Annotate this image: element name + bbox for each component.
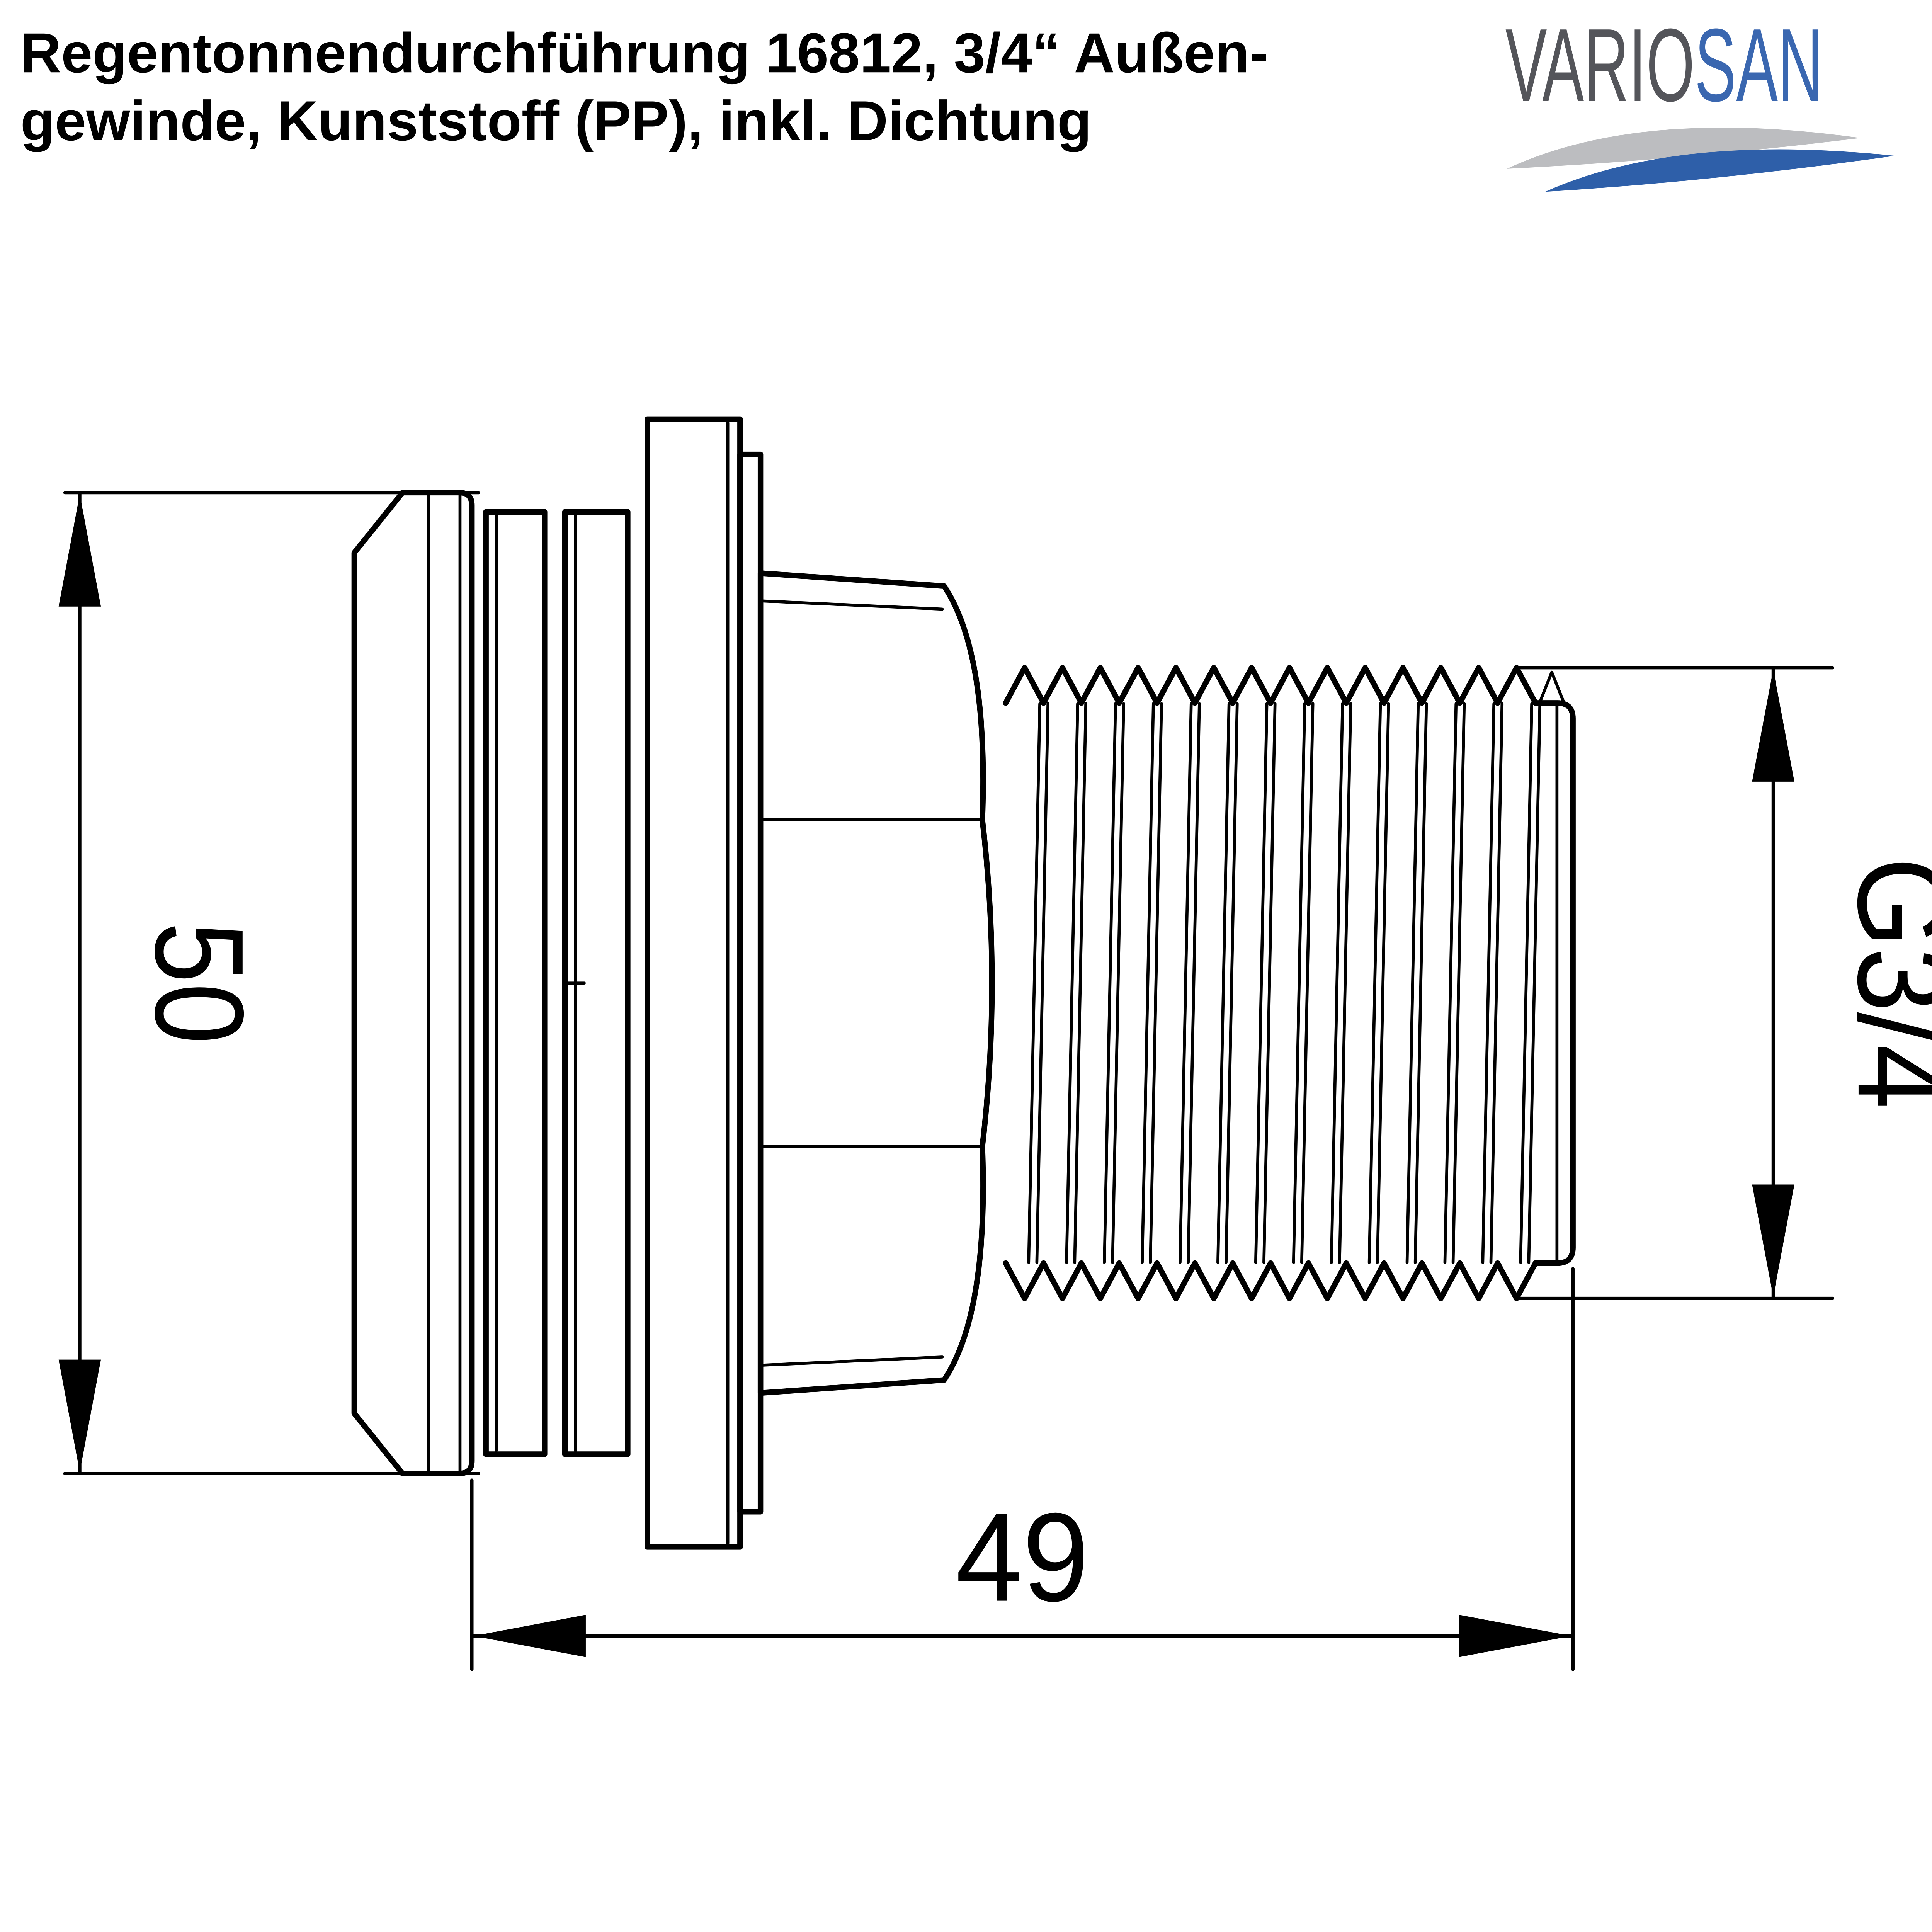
hex-nut bbox=[757, 570, 995, 1396]
large-washer-plate bbox=[645, 416, 743, 1550]
dim-length-label: 49 bbox=[956, 1487, 1089, 1628]
page-title: Regentonnendurchführung 16812, 3/4“ Auße… bbox=[20, 21, 1268, 152]
hex-chamfer-line-bottom bbox=[761, 1355, 944, 1367]
brand-logo: VARIOSAN bbox=[1505, 7, 1895, 192]
dim-thread-arrow-down-icon bbox=[1752, 1184, 1794, 1297]
dim-thread-arrow-up-icon bbox=[1752, 669, 1794, 782]
seal-washers bbox=[483, 509, 631, 1457]
dim-height-arrow-up-icon bbox=[58, 494, 101, 607]
title-line-1: Regentonnendurchführung 16812, 3/4“ Auße… bbox=[20, 21, 1268, 84]
washer-plate-1 bbox=[483, 509, 548, 1457]
thread-top-profile bbox=[1003, 665, 1538, 706]
logo-wave-blue bbox=[1545, 149, 1895, 192]
dim-height-label: 50 bbox=[129, 922, 269, 1044]
dim-length-arrow-left-icon bbox=[473, 1615, 586, 1657]
hex-outline bbox=[757, 570, 995, 1396]
hex-chamfer-line-top bbox=[761, 599, 944, 611]
title-line-2: gewinde, Kunststoff (PP), inkl. Dichtung bbox=[20, 89, 1092, 152]
flange-outline bbox=[351, 490, 475, 1476]
dimension-thread: G3/4 bbox=[1515, 666, 1932, 1300]
logo-word-primary: VARIO bbox=[1505, 7, 1695, 123]
thread-bottom-profile bbox=[1003, 1260, 1538, 1301]
washer-shoulder bbox=[737, 451, 764, 1515]
flange-washer bbox=[645, 416, 764, 1550]
dim-thread-label: G3/4 bbox=[1832, 857, 1932, 1109]
dim-length-arrow-right-icon bbox=[1459, 1615, 1571, 1657]
thread-flank-lines bbox=[1027, 702, 1542, 1264]
pipe-end-cap bbox=[1532, 700, 1576, 1266]
flange-cone bbox=[351, 490, 475, 1476]
dimension-height: 50 bbox=[58, 491, 480, 1475]
logo-wave-gray bbox=[1507, 128, 1861, 169]
logo-word-accent: SAN bbox=[1695, 7, 1823, 123]
threaded-pipe bbox=[1003, 665, 1576, 1301]
logo-wordmark: VARIOSAN bbox=[1505, 7, 1823, 123]
thread-runout-peak bbox=[1538, 670, 1566, 705]
dimension-length: 49 bbox=[470, 1267, 1575, 1671]
dim-height-arrow-down-icon bbox=[58, 1359, 101, 1472]
